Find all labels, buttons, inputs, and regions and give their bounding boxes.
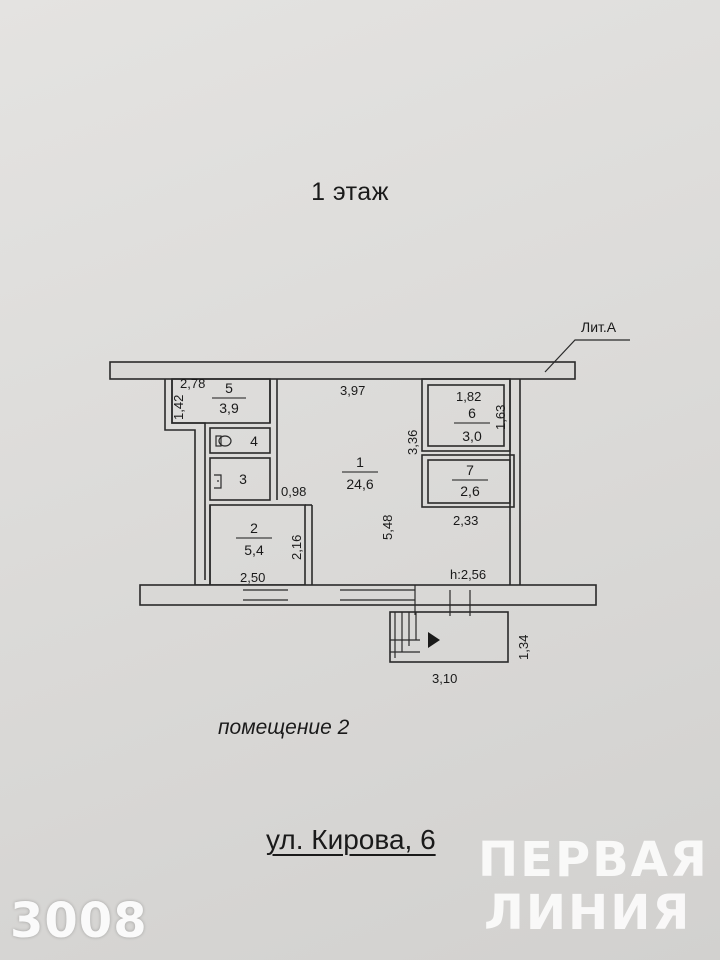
dim-3-97: 3,97 (340, 383, 365, 398)
dim-3-36: 3,36 (405, 430, 420, 455)
room-2-area: 5,4 (244, 542, 264, 558)
bottom-wall (139, 584, 597, 606)
listing-id: 3008 (10, 893, 148, 949)
top-wall (109, 361, 576, 380)
dim-1-82: 1,82 (456, 389, 481, 404)
watermark-line-2: ЛИНИЯ (484, 885, 692, 941)
room-7-number: 7 (466, 462, 474, 478)
room-6-outline (421, 378, 511, 452)
dim-3-10: 3,10 (432, 671, 457, 686)
room-3-outline (209, 457, 271, 501)
dim-2-16: 2,16 (289, 535, 304, 560)
room-1-area: 24,6 (346, 476, 373, 492)
room-6-number: 6 (468, 405, 476, 421)
dim-1-34: 1,34 (516, 635, 531, 660)
room-4-outline (209, 427, 271, 454)
room-1-number: 1 (356, 454, 364, 470)
entrance-porch (389, 611, 509, 663)
room-7-outline (421, 454, 515, 508)
dim-1-42: 1,42 (171, 395, 186, 420)
room-caption: помещение 2 (218, 716, 350, 739)
dim-2-33: 2,33 (453, 513, 478, 528)
dim-2-50: 2,50 (240, 570, 265, 585)
building-leader-line (544, 339, 630, 373)
dim-0-98: 0,98 (281, 484, 306, 499)
sink-icon (214, 474, 222, 489)
dim-height: h:2,56 (450, 567, 486, 582)
toilet-icon (218, 435, 232, 447)
building-letter: Лит.А (581, 319, 617, 335)
room-5-area: 3,9 (219, 400, 239, 416)
entrance-arrow-icon (428, 632, 440, 648)
room-7-area: 2,6 (460, 483, 480, 499)
room-2-number: 2 (250, 520, 258, 536)
dim-5-48: 5,48 (380, 515, 395, 540)
room-3-number: 3 (239, 471, 247, 487)
floor-title: 1 этаж (311, 178, 389, 206)
address: ул. Кирова, 6 (266, 824, 436, 855)
dim-1-63: 1,63 (493, 405, 508, 430)
room-4-number: 4 (250, 433, 258, 449)
room-6-area: 3,0 (462, 428, 482, 444)
watermark-line-1: ПЕРВАЯ (478, 832, 709, 888)
dim-2-78: 2,78 (180, 376, 205, 391)
outer-wall-right (509, 379, 521, 591)
room-5-number: 5 (225, 380, 233, 396)
stairs (390, 612, 420, 658)
